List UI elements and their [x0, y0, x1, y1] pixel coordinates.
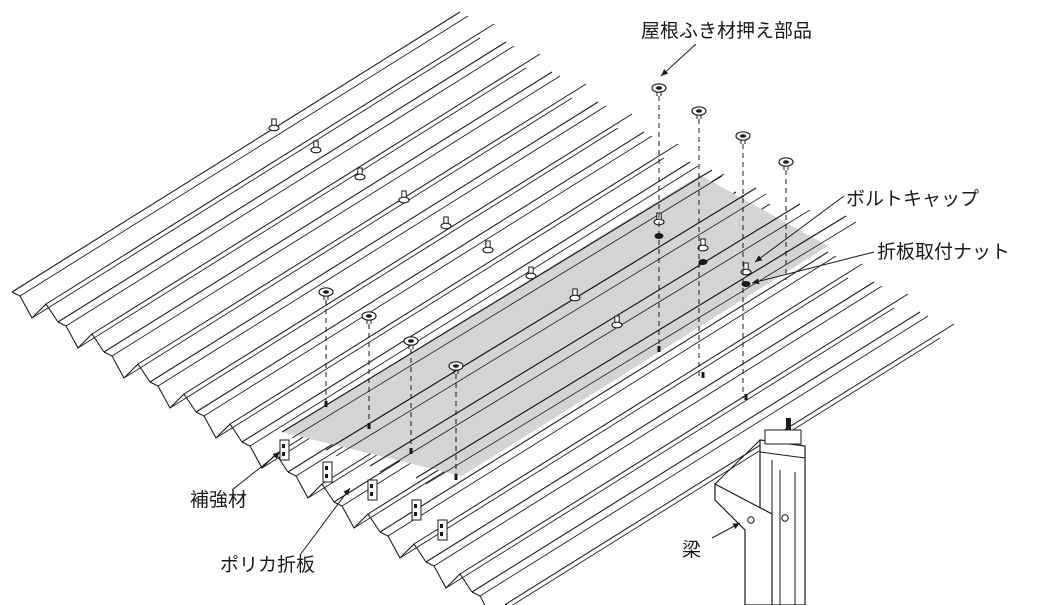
label-roof-clamp-text: 屋根ふき材押え部品 [641, 20, 812, 42]
label-roof-clamp: 屋根ふき材押え部品 [641, 20, 812, 77]
roof-panel-ridge [103, 71, 587, 383]
roof-panel-ridge [471, 311, 955, 605]
nut-icon [654, 233, 664, 239]
nut-icon [698, 259, 708, 265]
fastening-hardware [268, 83, 794, 480]
reinforcement-bracket [367, 479, 378, 501]
beam-structure [714, 418, 806, 605]
panel-hole [701, 372, 705, 378]
roof-panel-ridge [425, 281, 909, 593]
roof-panel-ridge [11, 11, 495, 323]
panel-hole [367, 423, 371, 429]
polycarbonate-panel-area [282, 175, 828, 476]
reinforcement-bracket [279, 439, 290, 461]
roof-clamp-part-icon [778, 157, 794, 171]
label-beam-text: 梁 [682, 539, 701, 561]
label-bolt-cap-text: ボルトキャップ [846, 188, 979, 210]
reinforcement-bracket [322, 461, 333, 483]
panel-hole [657, 346, 661, 352]
bolt-icon [440, 216, 452, 230]
beam-bolt-icon [747, 516, 755, 524]
roof-panel-ridge [57, 41, 541, 353]
roof-clamp-part-icon [318, 287, 334, 301]
roof-panels [11, 11, 955, 605]
roof-clamp-part-icon [361, 311, 377, 325]
bolt-icon [398, 190, 410, 204]
bolt-icon [482, 240, 494, 254]
label-panel-nut-text: 折板取付ナット [877, 241, 1010, 263]
panel-hole [324, 401, 328, 407]
label-polycarbonate-panel-text: ポリカ折板 [220, 554, 315, 576]
label-reinforcement: 補強材 [190, 451, 281, 511]
beam-bolt-icon [781, 514, 789, 522]
roof-panel-ridge [149, 101, 633, 413]
nut-icon [741, 281, 751, 287]
reinforcement-brackets [279, 439, 448, 541]
roof-panel-ridge [195, 131, 679, 443]
label-polycarbonate-panel: ポリカ折板 [220, 487, 351, 576]
label-bolt-cap: ボルトキャップ [754, 188, 979, 263]
roof-panel-ridge [379, 251, 863, 563]
bolt-icon [268, 118, 280, 132]
roof-clamp-part-icon [691, 106, 707, 120]
panel-hole [744, 394, 748, 400]
roof-clamp-part-icon [403, 336, 419, 350]
panel-hole [409, 448, 413, 454]
roof-clamp-part-icon [735, 131, 751, 145]
polycarbonate-panel-ridges [281, 169, 857, 485]
label-reinforcement-text: 補強材 [190, 489, 247, 511]
label-panel-nut: 折板取付ナット [751, 241, 1010, 285]
label-beam: 梁 [682, 522, 741, 561]
reinforcement-bracket [437, 519, 448, 541]
panel-hole [454, 474, 458, 480]
roof-clamp-part-icon [651, 83, 667, 97]
beam-side [714, 483, 773, 605]
reinforcement-bracket [411, 499, 422, 521]
